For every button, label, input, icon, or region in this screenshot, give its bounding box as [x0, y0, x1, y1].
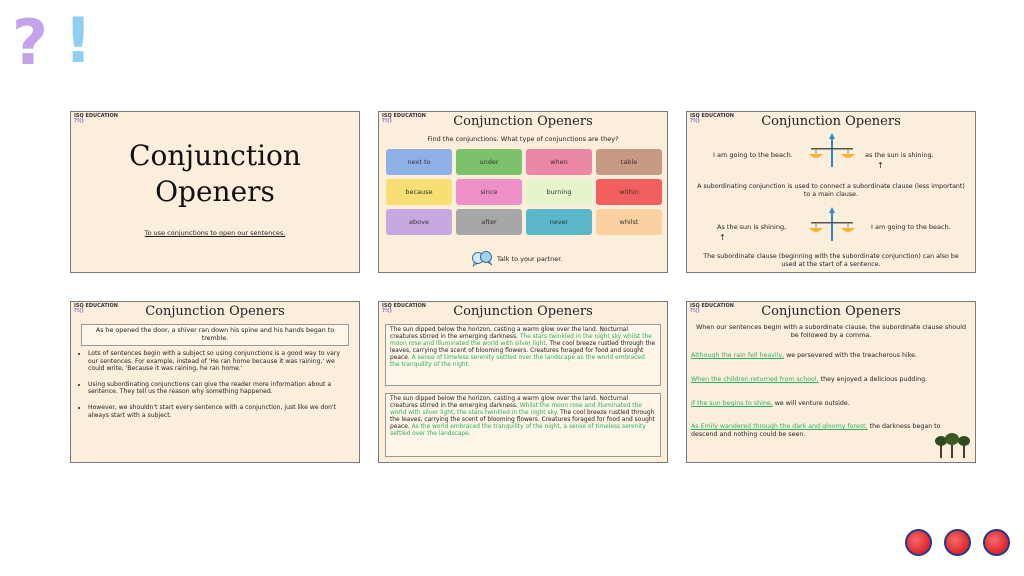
slide-title: Conjunction Openers: [145, 304, 285, 319]
main-clause: I am going to the beach.: [713, 151, 793, 159]
word-card[interactable]: after: [456, 209, 522, 235]
word-card[interactable]: above: [386, 209, 452, 235]
learning-objective: To use conjunctions to open our sentence…: [144, 229, 286, 237]
slide-thumbnail-2[interactable]: ISQ EDUCATION?!() Conjunction Openers Fi…: [378, 111, 668, 273]
balance-scale-icon: [809, 133, 855, 167]
word-card[interactable]: because: [386, 179, 452, 205]
list-item: Using subordinating conjunctions can giv…: [88, 381, 349, 396]
list-item: However, we shouldn't start every senten…: [88, 404, 349, 419]
word-card[interactable]: when: [526, 149, 592, 175]
logo: ISQ EDUCATION?!(): [382, 113, 426, 124]
word-card[interactable]: since: [456, 179, 522, 205]
logo: ISQ EDUCATION?!(): [690, 113, 734, 124]
word-card[interactable]: whilst: [596, 209, 662, 235]
paragraph-box: The sun dipped below the horizon, castin…: [385, 324, 661, 386]
example-sentence: Although the rain fell heavily, we perse…: [691, 352, 918, 359]
question-mark-decoration: ?: [12, 6, 48, 79]
slide-title: Conjunction Openers: [129, 139, 301, 208]
word-card[interactable]: under: [456, 149, 522, 175]
task-prompt: Find the conjunctions. What type of conj…: [427, 135, 619, 143]
nav-dots: [905, 529, 1010, 556]
slide-thumbnail-1[interactable]: ISQ EDUCATION?!() Conjunction Openers To…: [70, 111, 360, 273]
example-sentence-box: As he opened the door, a shiver ran down…: [81, 324, 349, 346]
example-sentence: When the children returned from school, …: [691, 376, 928, 383]
nav-dot-2[interactable]: [944, 529, 971, 556]
word-card[interactable]: burning: [526, 179, 592, 205]
talk-partner-icon: [472, 251, 493, 267]
slide-thumbnail-3[interactable]: ISQ EDUCATION?!() Conjunction Openers I …: [686, 111, 976, 273]
logo: ISQ EDUCATION?!(): [74, 113, 118, 124]
talk-partner: Talk to your partner.: [471, 251, 562, 267]
list-item: Lots of sentences begin with a subject s…: [88, 350, 349, 373]
main-clause: I am going to the beach.: [871, 223, 951, 231]
subordinate-clause: as the sun is shining.: [865, 151, 934, 159]
slide-title: Conjunction Openers: [761, 304, 901, 319]
nav-dot-3[interactable]: [983, 529, 1010, 556]
paragraph-box: The sun dipped below the horizon, castin…: [385, 393, 661, 457]
slide-title: Conjunction Openers: [453, 304, 593, 319]
logo: ISQ EDUCATION?!(): [382, 303, 426, 314]
slide-title: Conjunction Openers: [761, 114, 901, 129]
slide-title: Conjunction Openers: [453, 114, 593, 129]
word-card[interactable]: next to: [386, 149, 452, 175]
logo: ISQ EDUCATION?!(): [74, 303, 118, 314]
explanation: The subordinate clause (beginning with t…: [703, 253, 959, 268]
word-card[interactable]: within: [596, 179, 662, 205]
bullet-list: Lots of sentences begin with a subject s…: [79, 350, 349, 427]
slide-thumbnail-4[interactable]: ISQ EDUCATION?!() Conjunction Openers As…: [70, 301, 360, 463]
explanation: A subordinating conjunction is used to c…: [697, 183, 965, 198]
subordinate-clause: As the sun is shining,: [717, 223, 787, 231]
logo: ISQ EDUCATION?!(): [690, 303, 734, 314]
word-card[interactable]: never: [526, 209, 592, 235]
arrow-up-icon: ↑: [719, 233, 726, 242]
example-sentence: As Emily wandered through the dark and g…: [691, 423, 941, 438]
forest-trees-icon: [935, 433, 970, 458]
nav-dot-1[interactable]: [905, 529, 932, 556]
balance-scale-icon: [809, 207, 855, 241]
rule-text: When our sentences begin with a subordin…: [695, 323, 967, 339]
slide-thumbnail-6[interactable]: ISQ EDUCATION?!() Conjunction Openers Wh…: [686, 301, 976, 463]
slide-thumbnail-5[interactable]: ISQ EDUCATION?!() Conjunction Openers Th…: [378, 301, 668, 463]
example-sentence: If the sun begins to shine, we will vent…: [691, 400, 850, 407]
word-card[interactable]: table: [596, 149, 662, 175]
exclamation-mark-decoration: !: [64, 4, 93, 77]
arrow-up-icon: ↑: [877, 161, 884, 170]
